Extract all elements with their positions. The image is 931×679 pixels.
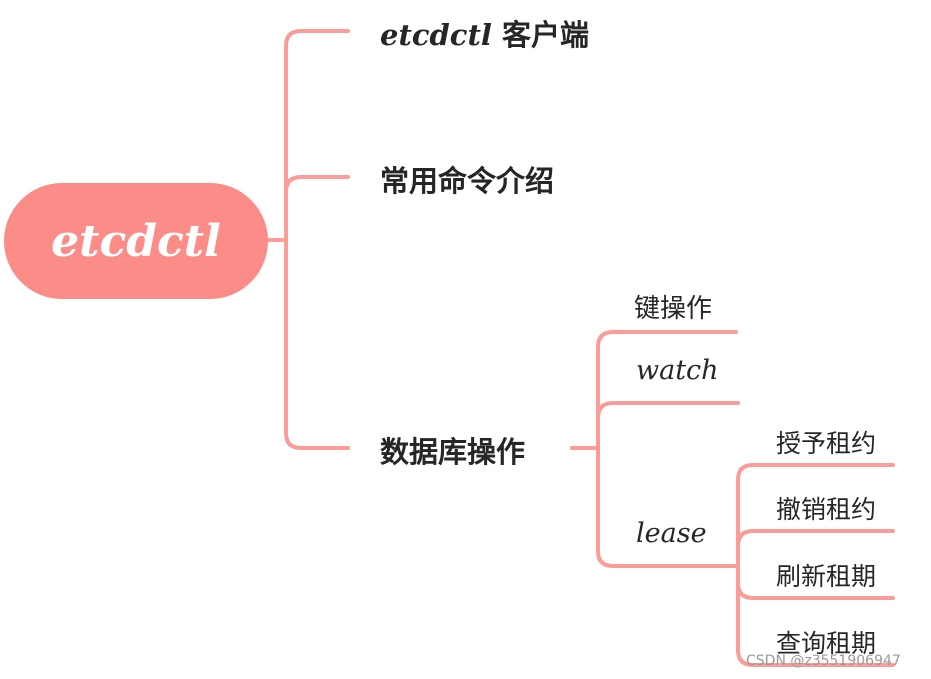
node-common-commands[interactable]: 常用命令介绍 [380, 164, 555, 198]
connector-common [284, 175, 350, 242]
root-label: etcdctl [51, 215, 221, 267]
connector-watch [596, 401, 740, 450]
node-lease-revoke[interactable]: 撤销租约 [776, 495, 877, 524]
node-lease-grant[interactable]: 授予租约 [776, 429, 877, 458]
node-lease-keepalive[interactable]: 刷新租期 [776, 562, 877, 591]
connector-lease-2 [736, 529, 895, 568]
connector-lease-1 [736, 463, 895, 568]
watermark: CSDN @z3551906947 [746, 653, 901, 669]
node-db-operations[interactable]: 数据库操作 [380, 435, 526, 469]
connector-kv [596, 330, 738, 450]
node-client-prefix: etcdctl [380, 18, 492, 52]
root-node[interactable]: etcdctl [4, 183, 268, 299]
node-lease-query[interactable]: 查询租期 [776, 629, 877, 658]
connector-lease [596, 446, 740, 568]
connector-lease-4 [736, 564, 895, 667]
node-lease[interactable]: lease [636, 518, 707, 549]
connector-db [284, 238, 350, 450]
connector-client [284, 29, 350, 242]
node-watch[interactable]: watch [636, 355, 719, 386]
node-client-suffix: 客户端 [491, 18, 589, 52]
node-key-operations[interactable]: 键操作 [634, 294, 713, 324]
node-client[interactable]: etcdctl 客户端 [380, 12, 589, 54]
